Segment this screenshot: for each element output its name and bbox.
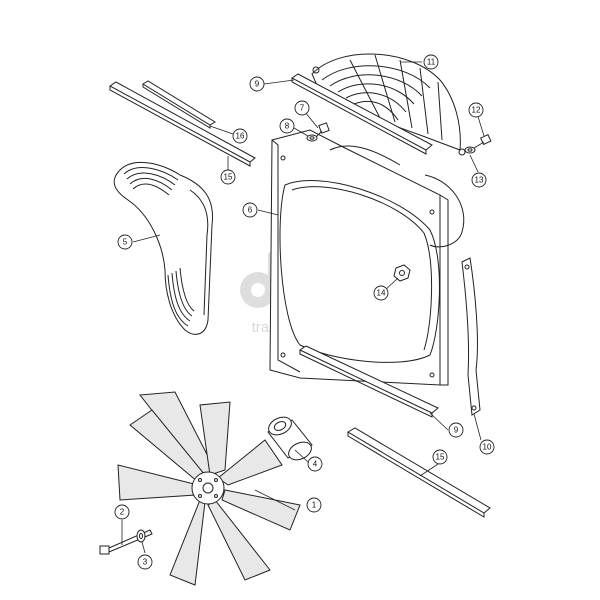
callout-7: 7	[294, 100, 310, 116]
callout-2: 2	[114, 504, 130, 520]
part-6-shroud	[269, 129, 465, 386]
callout-15-upper: 15	[220, 169, 236, 185]
callout-15-upper-label: 15	[224, 173, 233, 182]
callout-15-lower: 15	[432, 449, 448, 465]
callout-7-label: 7	[300, 104, 305, 113]
callout-15-lower-label: 15	[436, 453, 445, 462]
callout-5-label: 5	[123, 238, 128, 247]
part-10-side-strip	[461, 257, 481, 416]
callout-6-label: 6	[248, 206, 253, 215]
part-7-bolt	[312, 122, 330, 141]
part-14-nut	[393, 264, 411, 282]
callout-leaders	[121, 61, 485, 554]
callout-14-label: 14	[377, 289, 386, 298]
callout-3: 3	[137, 554, 153, 570]
callout-9-lower: 9	[448, 422, 464, 438]
part-16-strip	[142, 80, 216, 129]
callout-1: 1	[306, 497, 322, 513]
callout-8-label: 8	[285, 122, 290, 131]
part-15-strip-upper	[109, 81, 256, 167]
part-11-fan-guard	[311, 53, 466, 156]
callout-10: 10	[479, 439, 495, 455]
callout-6: 6	[242, 202, 258, 218]
callout-12-label: 12	[472, 106, 481, 115]
part-15-strip-lower	[347, 427, 491, 518]
callout-1-label: 1	[312, 501, 317, 510]
part-4-spacer	[267, 416, 313, 461]
callout-12: 12	[468, 102, 484, 118]
part-12-bolt	[473, 134, 492, 149]
callout-3-label: 3	[143, 558, 148, 567]
callout-5: 5	[117, 234, 133, 250]
callout-14: 14	[373, 285, 389, 301]
callout-2-label: 2	[120, 508, 125, 517]
callout-4: 4	[307, 456, 323, 472]
callout-9-upper-label: 9	[255, 80, 260, 89]
callout-16: 16	[232, 128, 248, 144]
callout-4-label: 4	[313, 460, 318, 469]
part-13-washer	[464, 146, 476, 154]
part-5-belt	[113, 161, 214, 335]
callout-8: 8	[279, 118, 295, 134]
callout-11-label: 11	[427, 58, 436, 67]
callout-9-upper: 9	[249, 76, 265, 92]
callout-9-lower-label: 9	[454, 426, 459, 435]
part-8-washer	[306, 134, 318, 142]
callout-13: 13	[471, 172, 487, 188]
part-3-washer	[136, 529, 146, 543]
callout-16-label: 16	[236, 132, 245, 141]
callout-11: 11	[423, 54, 439, 70]
callout-10-label: 10	[483, 443, 492, 452]
callout-13-label: 13	[475, 176, 484, 185]
part-1-fan	[117, 391, 301, 586]
